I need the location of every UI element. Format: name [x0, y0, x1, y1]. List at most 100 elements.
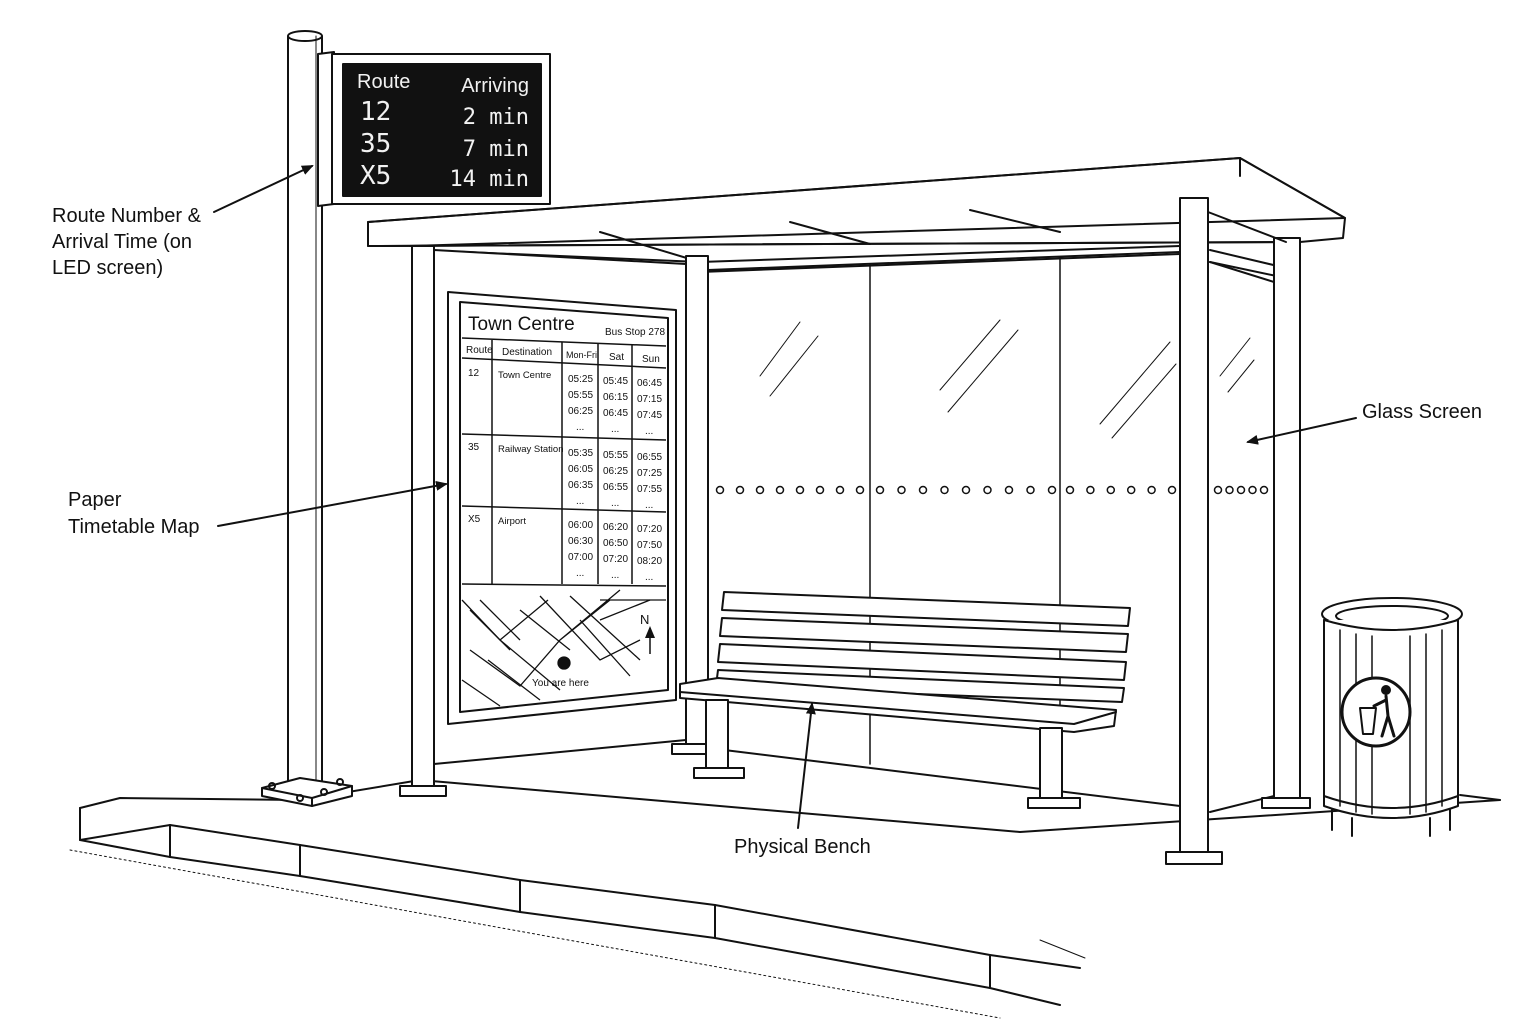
timetable-grid [461, 337, 667, 587]
led-time-2: 7 min [463, 137, 529, 162]
timetable-time-cell: 07:50 [637, 540, 662, 551]
glass-dot [961, 485, 971, 495]
timetable-time-cell: 07:25 [637, 468, 662, 479]
timetable-time-cell: 08:20 [637, 556, 662, 567]
glass-dot [940, 485, 949, 495]
timetable-time-cell: 07:55 [637, 484, 662, 495]
glass-dot-band [715, 485, 1269, 495]
led-route-1: 12 [360, 97, 391, 127]
led-label-line-2: Arrival Time (on [52, 231, 192, 253]
timetable-time-cell: ... [611, 424, 619, 435]
bench-leader [797, 702, 816, 829]
glass-dot [1259, 485, 1269, 495]
glass-dot [983, 485, 992, 495]
timetable-time-cell: 06:55 [637, 452, 662, 463]
timetable-time-cell: 05:35 [568, 448, 593, 459]
left-post [399, 245, 719, 797]
bench-label: Physical Bench [734, 836, 871, 858]
glass-dot [755, 485, 765, 495]
timetable-time-cell: 06:30 [568, 536, 593, 547]
timetable-time-cell: 07:45 [637, 410, 662, 421]
timetable-title: Town Centre [468, 314, 575, 335]
timetable-time-cell: ... [645, 500, 653, 511]
timetable-time-cell: ... [576, 568, 584, 579]
glass-dot [897, 485, 906, 495]
glass-screen-label: Glass Screen [1362, 401, 1482, 423]
glass-dot [715, 485, 725, 495]
timetable-text: Town Centre Bus Stop 278 Route Destinati… [466, 314, 665, 365]
sign-pole [261, 30, 353, 807]
glass-dot [1106, 485, 1116, 495]
glass-dot [855, 485, 865, 495]
glass-dot [795, 485, 805, 495]
timetable-time-cell: 05:45 [603, 376, 628, 387]
led-header-route: Route [357, 71, 410, 93]
glass-dot [1236, 485, 1246, 495]
timetable-time-cell: 07:20 [603, 554, 628, 565]
timetable-time-cell: ... [611, 570, 619, 581]
right-posts [1165, 197, 1311, 865]
led-route-2: 35 [360, 129, 391, 159]
timetable-label-line-1: Paper [68, 489, 122, 511]
pavement-curb [69, 779, 1501, 1019]
glass-dot [775, 485, 785, 495]
timetable-time-cell: 06:25 [568, 406, 593, 417]
timetable-time-cell: 07:00 [568, 552, 593, 563]
glass-dot [1026, 485, 1035, 495]
timetable-time-cell: 06:35 [568, 480, 593, 491]
bench [679, 591, 1131, 809]
glass-dot [835, 485, 845, 495]
timetable-time-cell: 07:20 [637, 524, 662, 535]
timetable-time-cell: 06:20 [603, 522, 628, 533]
trash-bin [1321, 597, 1463, 837]
glass-dot [815, 485, 825, 495]
glass-dot [1167, 485, 1177, 495]
timetable-leader [217, 480, 448, 527]
timetable-time-cell: ... [576, 422, 584, 433]
timetable-time-cell: ... [645, 572, 653, 583]
led-time-1: 2 min [463, 105, 529, 130]
map-north: N [640, 612, 649, 627]
th-monfri: Mon-Fri [566, 350, 597, 360]
led-time-3: 14 min [450, 167, 529, 192]
glass-dot [1047, 485, 1057, 495]
led-route-3: X5 [360, 161, 391, 191]
led-sign [317, 51, 551, 207]
timetable-time-cell: 07:15 [637, 394, 662, 405]
glass-dot [1086, 485, 1095, 495]
timetable-time-cell: 06:50 [603, 538, 628, 549]
timetable-destination-cell: Town Centre [498, 370, 551, 381]
timetable-time-cell: 06:25 [603, 466, 628, 477]
timetable-time-cell: 05:55 [568, 390, 593, 401]
timetable-destination-cell: Airport [498, 516, 526, 527]
glass-dot [1248, 485, 1257, 495]
glass-leader [1246, 417, 1357, 445]
glass-dot [875, 485, 885, 495]
glass-dot [1225, 485, 1234, 495]
th-sun: Sun [642, 354, 660, 365]
map-you-are-here: You are here [532, 678, 589, 689]
led-label-line-1: Route Number & [52, 205, 202, 227]
shelter-roof [367, 157, 1346, 273]
th-destination: Destination [502, 347, 552, 358]
timetable-map [461, 589, 666, 707]
glass-dot [735, 485, 745, 495]
led-header-arriving: Arriving [461, 75, 529, 97]
glass-dot [1213, 485, 1223, 495]
timetable-frame [433, 249, 687, 765]
glass-dot [1065, 485, 1075, 495]
timetable-time-cell: 06:05 [568, 464, 593, 475]
th-sat: Sat [609, 352, 624, 363]
timetable-time-cell: ... [576, 496, 584, 507]
timetable-time-cell: 06:00 [568, 520, 593, 531]
timetable-time-cell: 06:45 [603, 408, 628, 419]
timetable-time-cell: ... [645, 426, 653, 437]
led-label-line-3: LED screen) [52, 257, 163, 279]
glass-dot [1147, 485, 1156, 495]
timetable-time-cell: 05:55 [603, 450, 628, 461]
timetable-time-cell: 06:15 [603, 392, 628, 403]
timetable-route-cell: 12 [468, 368, 480, 379]
glass-dot [1004, 485, 1014, 495]
